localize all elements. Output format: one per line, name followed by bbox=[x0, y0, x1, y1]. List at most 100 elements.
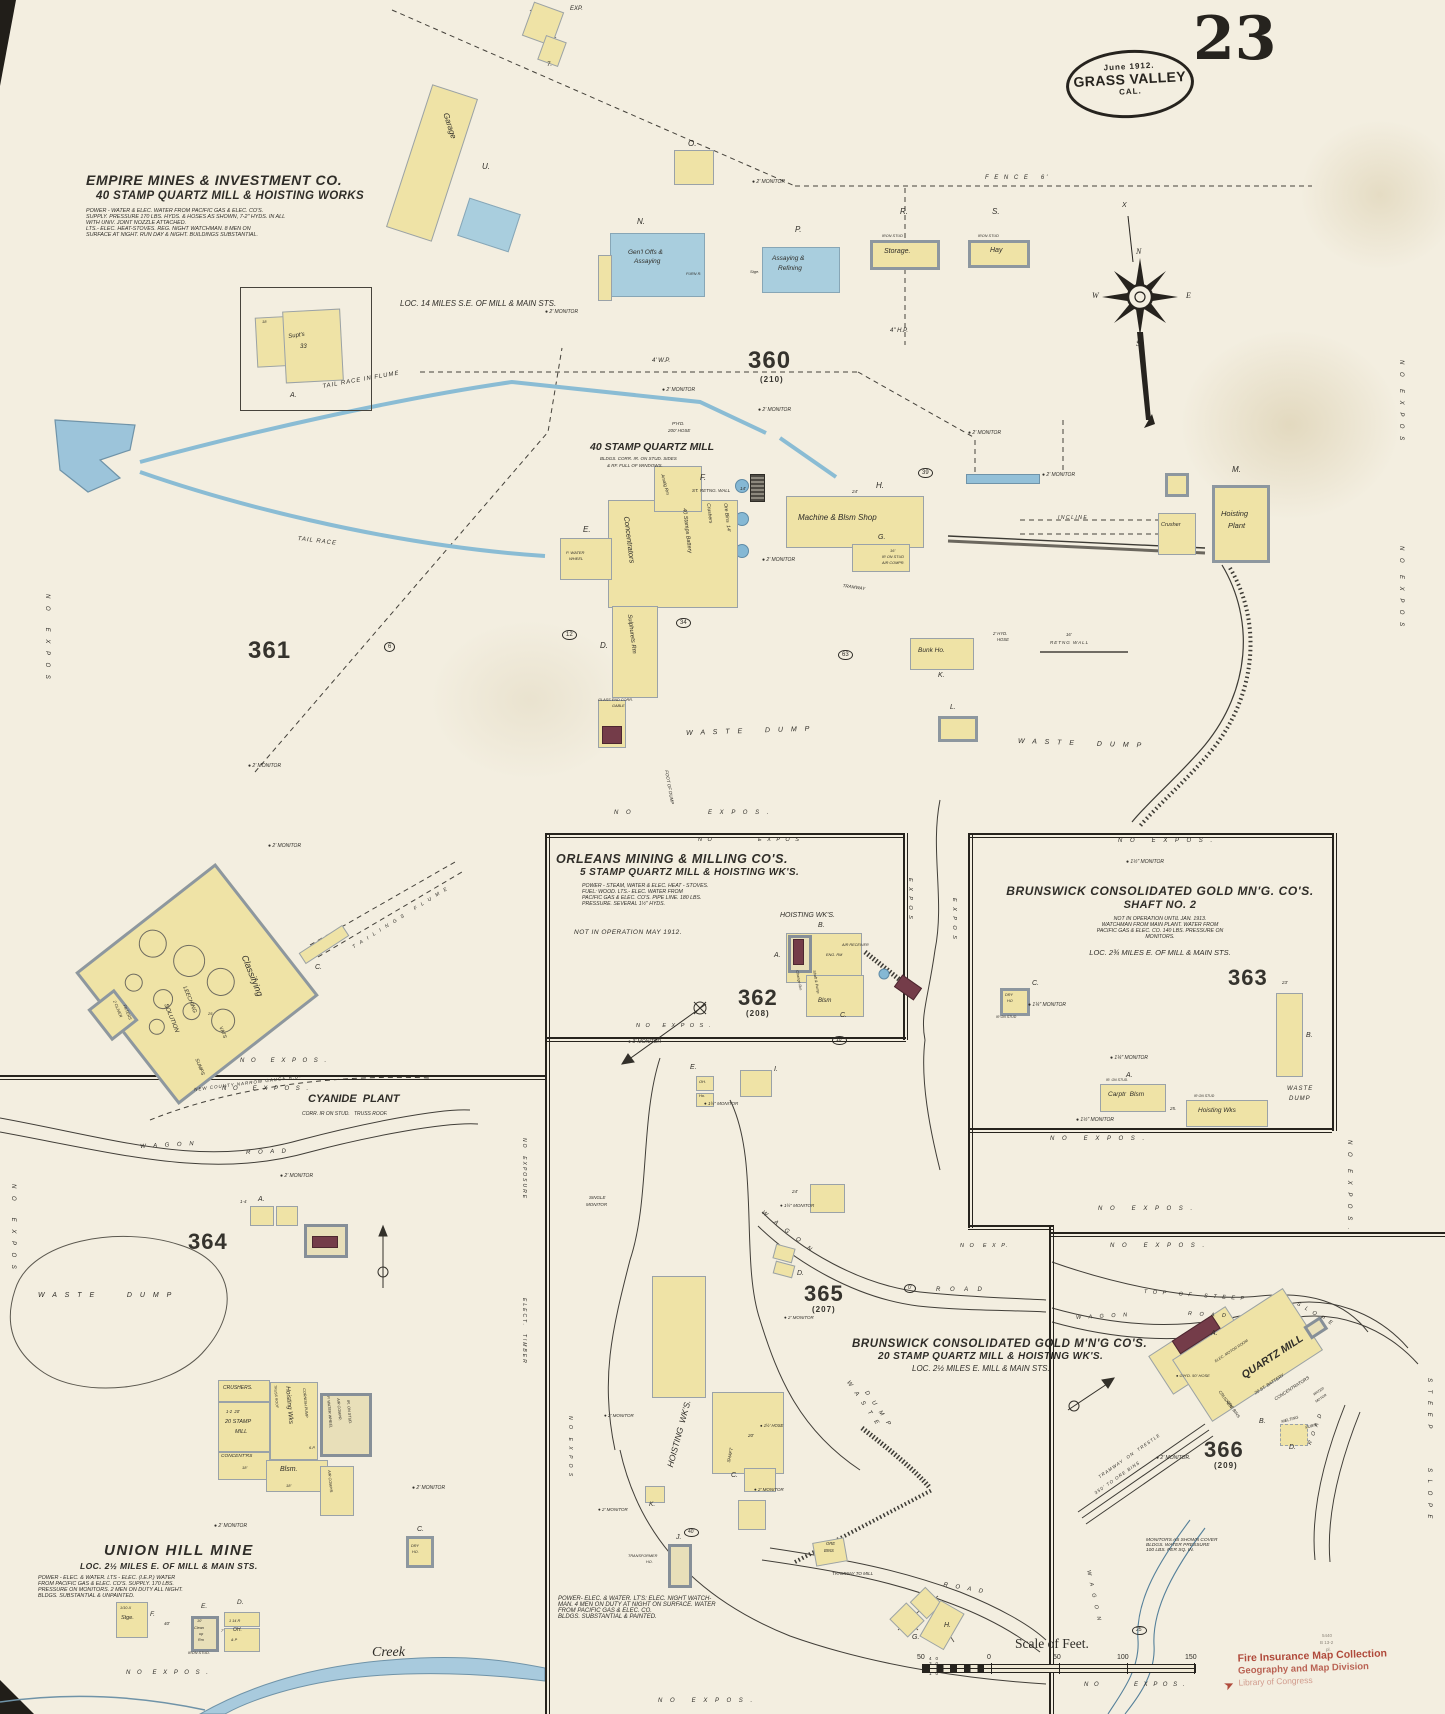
map-label: ● 2' MONITOR bbox=[280, 1173, 314, 1179]
map-label: R O A D bbox=[1307, 1411, 1325, 1446]
map-label: G. bbox=[912, 1634, 920, 1641]
map-label: SUMPS bbox=[193, 1057, 206, 1077]
map-label: E X P O S bbox=[907, 878, 913, 921]
map-label: IR ON STUD bbox=[882, 555, 904, 559]
map-label: A. bbox=[774, 952, 781, 959]
map-label: N. bbox=[637, 217, 645, 226]
map-label: Blsm. bbox=[280, 1466, 298, 1473]
map-label: ORE bbox=[826, 1541, 836, 1546]
map-label: 362 bbox=[738, 985, 778, 1010]
map-label: & RF. FULL OF WINDOWS. bbox=[607, 463, 663, 468]
map-label: R O A D bbox=[942, 1582, 987, 1596]
map-label: 360 bbox=[748, 347, 792, 374]
map-label: ● 2' MONITOR bbox=[754, 1487, 784, 1492]
map-label: Garage bbox=[441, 111, 459, 140]
map-label: N O E X P O S . bbox=[126, 1670, 211, 1676]
scale-tick: 150 bbox=[1185, 1654, 1197, 1661]
building-g-compressor bbox=[852, 544, 910, 572]
union-hill-title-block: UNION HILL MINE LOC. 2½ MILES E. OF MILL… bbox=[38, 1542, 258, 1599]
map-label: 20 STAMP bbox=[225, 1419, 252, 1425]
map-label: IR ON STUD bbox=[1194, 1094, 1215, 1098]
empire-note: SURFACE AT NIGHT. RUN DAY & NIGHT. BUILD… bbox=[86, 232, 259, 238]
map-label: U. bbox=[482, 162, 490, 171]
map-label: IRON STUD bbox=[978, 234, 999, 238]
map-label: 33 bbox=[300, 344, 307, 350]
map-label: N O bbox=[698, 837, 714, 843]
map-label: 1 14 R bbox=[229, 1619, 241, 1623]
building-shaft-house-365 bbox=[712, 1392, 784, 1474]
brunswick-mill-note: MAN. 4 MEN ON DUTY AT NIGHT ON SURFACE. … bbox=[558, 1602, 716, 1608]
map-label: ELEC. MOTOR ROOM bbox=[1214, 1338, 1249, 1364]
map-label: QUARTZ MILL bbox=[1239, 1332, 1306, 1382]
map-label: Machine & Blsm Shop bbox=[798, 513, 877, 522]
map-label: SHAFT bbox=[726, 1447, 734, 1463]
map-label: N O E X P O S . bbox=[1346, 1140, 1352, 1233]
map-label: Gen'l Offs & bbox=[628, 249, 663, 256]
mill-chimney bbox=[750, 474, 765, 502]
map-label: Bunk Ho. bbox=[918, 647, 945, 654]
map-label: Plant bbox=[1228, 521, 1246, 530]
map-label: FILTERS bbox=[122, 1003, 133, 1021]
map-label: X bbox=[1122, 202, 1127, 209]
map-label: ORE BINS bbox=[1225, 1399, 1242, 1419]
flume-lines bbox=[139, 379, 838, 558]
orleans-note: PACIFIC GAS & ELEC. CO'S. PIPE LINE. 180… bbox=[582, 895, 702, 901]
map-label: 16' bbox=[890, 548, 896, 553]
map-label: E. bbox=[690, 1064, 697, 1071]
map-label: ● 2' MONITOR bbox=[412, 1485, 446, 1491]
map-label: N O bbox=[614, 810, 634, 816]
building-carpenter-blsm bbox=[1100, 1084, 1166, 1112]
building-d-365 bbox=[810, 1184, 845, 1213]
map-label: ● 2' MONITOR bbox=[752, 179, 786, 185]
brunswick-mill-subtitle: 20 STAMP QUARTZ MILL & HOISTING WK'S. bbox=[878, 1351, 1104, 1362]
building-i-365 bbox=[740, 1070, 772, 1097]
empire-title-block: EMPIRE MINES & INVESTMENT CO. 40 STAMP Q… bbox=[86, 172, 364, 238]
map-label: F E N C E 6' bbox=[985, 175, 1050, 181]
map-label: N O E X P O S bbox=[44, 594, 50, 682]
map-label: ● 2' MONITOR bbox=[545, 309, 579, 315]
mill-366-note: MONITORS AS SHOWN COVER bbox=[1146, 1538, 1218, 1543]
map-label: 40 Stamps Battery bbox=[681, 507, 693, 554]
map-label: ● 2' MONITOR bbox=[268, 843, 302, 849]
map-label: IR. ON STUD. bbox=[1106, 1078, 1129, 1082]
map-label: Crusher bbox=[1161, 522, 1181, 528]
map-label: (210) bbox=[760, 375, 784, 384]
orleans-title: ORLEANS MINING & MILLING CO'S. bbox=[556, 852, 789, 866]
map-label: IR ON STUD bbox=[996, 1015, 1017, 1019]
map-label: 24' bbox=[792, 1189, 798, 1194]
map-label: ● 2' MONITOR bbox=[604, 1413, 634, 1418]
map-label: TRUSS ROOF bbox=[273, 1384, 279, 1409]
map-label: L. bbox=[950, 704, 956, 711]
map-label: 5440 bbox=[1322, 1633, 1333, 1638]
map-label: K. bbox=[649, 1501, 656, 1508]
brunswick-shaft-location: LOC. 2¾ MILES E. OF MILL & MAIN STS. bbox=[1089, 948, 1231, 957]
map-label: IRON STUD bbox=[882, 234, 903, 238]
map-label: 363 bbox=[1228, 965, 1268, 990]
map-label: W A S T E D U M P bbox=[1017, 738, 1145, 750]
map-label: MELTING bbox=[1280, 1414, 1299, 1424]
map-label: W A G O N bbox=[760, 1210, 816, 1256]
map-label: P. bbox=[795, 225, 802, 234]
map-label: (207) bbox=[812, 1305, 836, 1314]
map-label: ● 2' MONITOR bbox=[758, 407, 792, 413]
union-hill-note: PRESSURE ON MONITORS. 2 MEN ON DUTY ALL … bbox=[38, 1587, 183, 1593]
map-label: 25' bbox=[1132, 1626, 1147, 1636]
map-label: 40' bbox=[684, 1528, 699, 1538]
map-label: E bbox=[1186, 291, 1191, 300]
map-label: GLASS END CORR. bbox=[598, 698, 634, 702]
waste-dump-outline bbox=[9, 1235, 228, 1389]
map-label: W A S T E D U M P bbox=[686, 725, 813, 737]
scale-tick: 50 bbox=[1053, 1654, 1061, 1661]
map-label: INCLINE bbox=[1058, 515, 1089, 521]
map-label: ● 2' MONITOR bbox=[1042, 472, 1076, 478]
map-label: D. bbox=[1289, 1444, 1296, 1451]
building-shed-365 bbox=[696, 1076, 714, 1091]
map-label: ● 1½" MONITOR bbox=[1076, 1117, 1115, 1123]
map-label: Concentrators bbox=[622, 515, 637, 564]
map-label: HOSE bbox=[997, 637, 1009, 642]
brunswick-shaft-note: PACIFIC GAS & ELEC. CO. 140 LBS. PRESSUR… bbox=[1096, 928, 1224, 934]
map-label: B. bbox=[818, 922, 825, 929]
map-label: 365 bbox=[804, 1281, 844, 1306]
building-assaying-refining bbox=[762, 247, 840, 293]
